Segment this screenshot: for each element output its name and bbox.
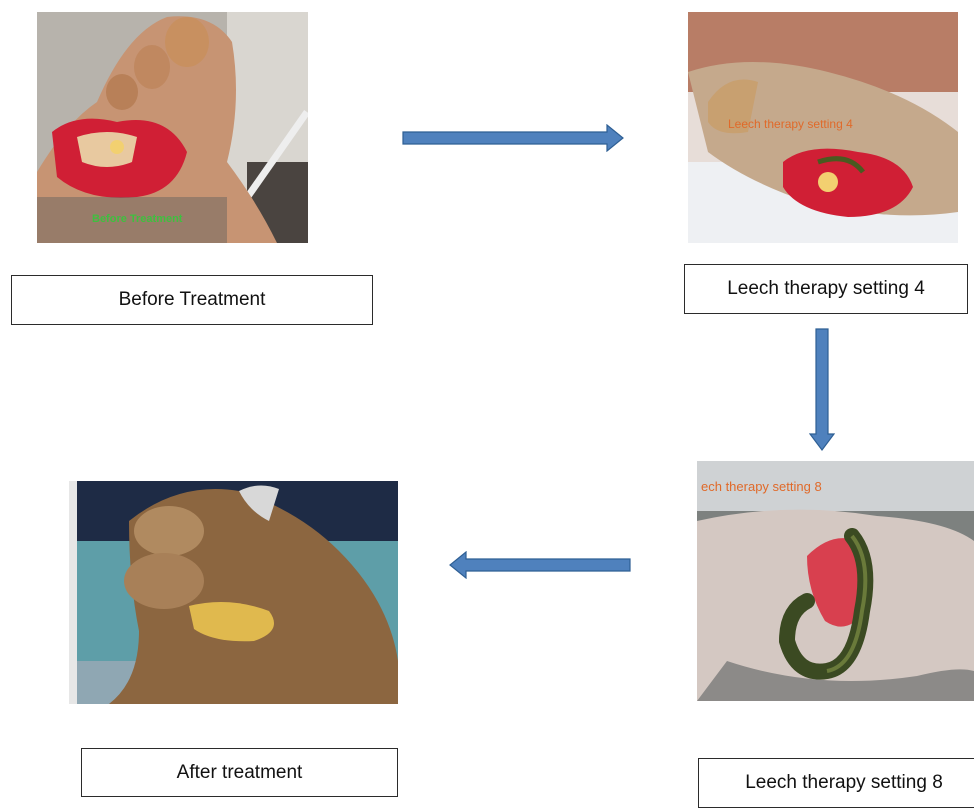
photo-label-setting-8: ech therapy setting 8 — [701, 479, 822, 494]
arrow-left — [449, 551, 631, 579]
photo-leech-setting-4: Leech therapy setting 4 — [688, 12, 958, 243]
arrow-right — [402, 124, 624, 152]
caption-before-treatment: Before Treatment — [11, 275, 373, 325]
arrow-down-icon — [809, 328, 835, 452]
photo-leech-setting-8: ech therapy setting 8 — [697, 461, 974, 701]
arrow-down — [809, 328, 835, 452]
photo-label-before: Before Treatment — [92, 213, 183, 225]
caption-after-treatment: After treatment — [81, 748, 398, 797]
arrow-right-icon — [402, 124, 624, 152]
leech-therapy-8-image: ech therapy setting 8 — [697, 461, 974, 701]
arrow-left-icon — [449, 551, 631, 579]
healed-foot-image — [69, 481, 398, 704]
foot-wound-image: Before Treatment — [37, 12, 308, 243]
caption-leech-setting-4: Leech therapy setting 4 — [684, 264, 968, 314]
leech-therapy-4-image: Leech therapy setting 4 — [688, 12, 958, 243]
photo-label-setting-4: Leech therapy setting 4 — [728, 117, 853, 131]
photo-after-treatment — [69, 481, 398, 704]
photo-before-treatment: Before Treatment — [37, 12, 308, 243]
